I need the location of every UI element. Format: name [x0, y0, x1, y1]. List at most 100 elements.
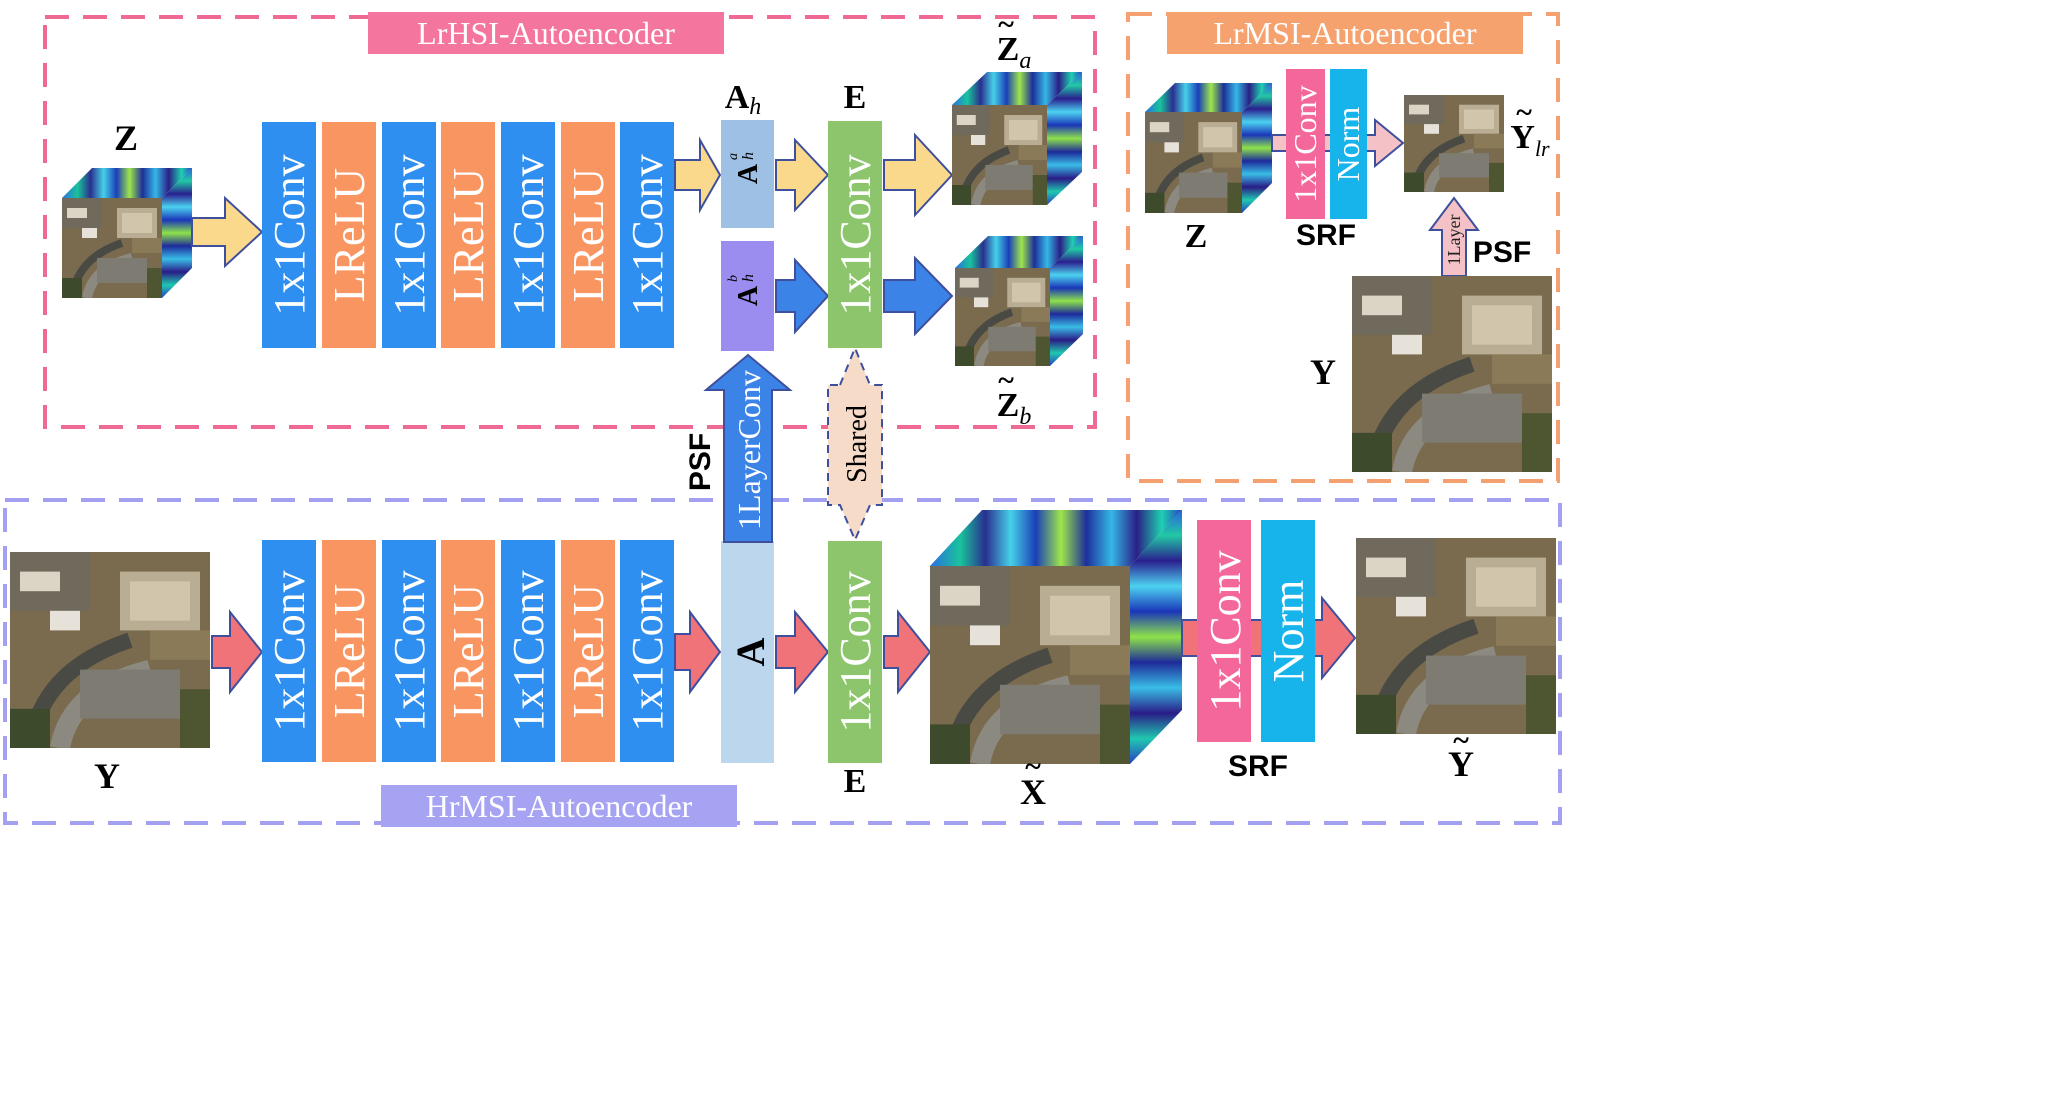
- svg-text:A: A: [733, 163, 764, 184]
- y-lr-image-icon: [1404, 95, 1504, 192]
- lrmsi-psf-label: PSF: [1473, 236, 1531, 269]
- arrow-blue-2: [883, 255, 954, 337]
- lrhsi-title-bg: [368, 12, 724, 54]
- hrmsi-title: HrMSI-Autoencoder: [426, 788, 693, 824]
- lrhsi-region-border: [43, 15, 1097, 429]
- lrhsi-encoder-label-1: 1x1Conv: [265, 154, 314, 315]
- lrhsi-encoder-block-4: [441, 122, 495, 348]
- hrmsi-encoder-label-2: LReLU: [325, 584, 374, 718]
- lrmsi-title: LrMSI-Autoencoder: [1213, 15, 1476, 51]
- hrmsi-encoder-block-5: [501, 540, 555, 762]
- lrhsi-encoder-label-3: 1x1Conv: [385, 154, 434, 315]
- ah-b-block: [721, 241, 774, 351]
- lrmsi-y-image-icon: [1352, 276, 1552, 472]
- y-tilde-tilde: ~: [1453, 724, 1469, 757]
- hrmsi-title-bg: [381, 785, 737, 827]
- lrhsi-decoder-block: [828, 121, 882, 348]
- lrmsi-layer-label: 1Layer: [1444, 215, 1464, 266]
- lrmsi-region-border: [1126, 12, 1560, 483]
- z-label: Z: [114, 118, 138, 158]
- hrmsi-srf-conv-label: 1x1Conv: [1201, 550, 1250, 711]
- lrhsi-decoder-label: 1x1Conv: [831, 154, 880, 315]
- lrmsi-title-bg: [1167, 12, 1523, 54]
- arrow-blue-1: [775, 257, 830, 335]
- lrmsi-z-label: Z: [1185, 218, 1208, 255]
- ah-label: Ah: [725, 79, 762, 120]
- hrmsi-encoder-label-6: LReLU: [564, 584, 613, 718]
- ah-a-block: [721, 120, 774, 228]
- e-label-top: E: [844, 79, 867, 116]
- shared-arrow: [827, 345, 883, 543]
- z-a-label: Za: [997, 31, 1032, 74]
- lrhsi-encoder-block-3: [382, 122, 436, 348]
- lrmsi-srf-conv-label: 1x1Conv: [1287, 85, 1323, 202]
- hrmsi-encoder-label-3: 1x1Conv: [385, 570, 434, 731]
- arrow-red-1: [211, 609, 264, 695]
- hrmsi-decoder-block: [828, 541, 882, 763]
- hrmsi-srf-label: SRF: [1228, 750, 1288, 783]
- lrmsi-z-cube-icon: [1145, 83, 1272, 213]
- lrhsi-encoder-block-2: [322, 122, 376, 348]
- lrhsi-encoder-block-1: [262, 122, 316, 348]
- y-tilde-label: Y: [1448, 744, 1474, 784]
- arrow-red-2: [674, 609, 722, 695]
- hrmsi-srf-conv-block: [1197, 520, 1251, 742]
- hrmsi-encoder-label-1: 1x1Conv: [265, 570, 314, 731]
- arrow-red-4: [883, 609, 932, 695]
- hrmsi-encoder-block-1: [262, 540, 316, 762]
- hrmsi-encoder-block-4: [441, 540, 495, 762]
- lrhsi-title: LrHSI-Autoencoder: [417, 15, 675, 51]
- svg-text:h: h: [740, 274, 757, 282]
- lrhsi-encoder-label-7: 1x1Conv: [623, 154, 672, 315]
- lrmsi-y-label: Y: [1310, 352, 1336, 392]
- svg-text:a: a: [726, 153, 741, 160]
- hrmsi-psf-label: PSF: [684, 433, 717, 491]
- hrmsi-norm-block: [1261, 520, 1315, 742]
- lrmsi-srf-conv-block: [1286, 69, 1325, 219]
- lrmsi-norm-block: [1330, 69, 1367, 219]
- lrmsi-norm-label: Norm: [1330, 107, 1366, 182]
- z-b-label: Zb: [997, 387, 1032, 430]
- hrmsi-encoder-label-5: 1x1Conv: [504, 570, 553, 731]
- x-tilde-tilde: ~: [1025, 750, 1041, 783]
- arrow-yellow-2: [674, 136, 722, 214]
- hrmsi-encoder-label-7: 1x1Conv: [623, 570, 672, 731]
- hrmsi-encoder-block-3: [382, 540, 436, 762]
- lrhsi-encoder-label-4: LReLU: [444, 168, 493, 302]
- lrmsi-srf-label: SRF: [1296, 219, 1356, 252]
- arrow-psf-hrmsi: [703, 353, 793, 543]
- hrmsi-norm-label: Norm: [1264, 580, 1313, 683]
- lrhsi-encoder-label-6: LReLU: [564, 168, 613, 302]
- z-a-cube-icon: [952, 72, 1082, 205]
- hrmsi-encoder-label-4: LReLU: [444, 584, 493, 718]
- svg-text:A: A: [733, 285, 764, 306]
- lrhsi-encoder-label-2: LReLU: [325, 168, 374, 302]
- x-tilde-cube-icon: [930, 510, 1182, 764]
- z-hyperspectral-cube-icon: [62, 168, 192, 298]
- z-a-tilde: ~: [998, 8, 1014, 41]
- hrmsi-y-image-icon: [10, 552, 210, 748]
- hrmsi-decoder-label: 1x1Conv: [831, 571, 880, 732]
- y-lr-label: Ylr: [1510, 119, 1550, 161]
- lrhsi-encoder-label-5: 1x1Conv: [504, 154, 553, 315]
- lrhsi-encoder-block-6: [561, 122, 615, 348]
- ah-b-label: A b h: [726, 274, 764, 306]
- arrow-yellow-3: [775, 137, 830, 213]
- hrmsi-encoder-block-2: [322, 540, 376, 762]
- ah-a-label: A a h: [726, 152, 764, 184]
- y-lr-tilde: ~: [1516, 96, 1532, 129]
- z-b-tilde: ~: [998, 364, 1014, 397]
- x-tilde-label: X: [1020, 772, 1046, 812]
- svg-text:h: h: [740, 152, 757, 160]
- hrmsi-encoder-block-7: [620, 540, 674, 762]
- arrow-red-3: [775, 609, 830, 695]
- arrow-yellow-1: [191, 195, 264, 269]
- e-label-bottom: E: [844, 763, 867, 800]
- hrmsi-y-label: Y: [94, 756, 120, 796]
- hrmsi-region-border: [3, 498, 1562, 825]
- y-tilde-image-icon: [1356, 538, 1556, 734]
- lrhsi-encoder-block-5: [501, 122, 555, 348]
